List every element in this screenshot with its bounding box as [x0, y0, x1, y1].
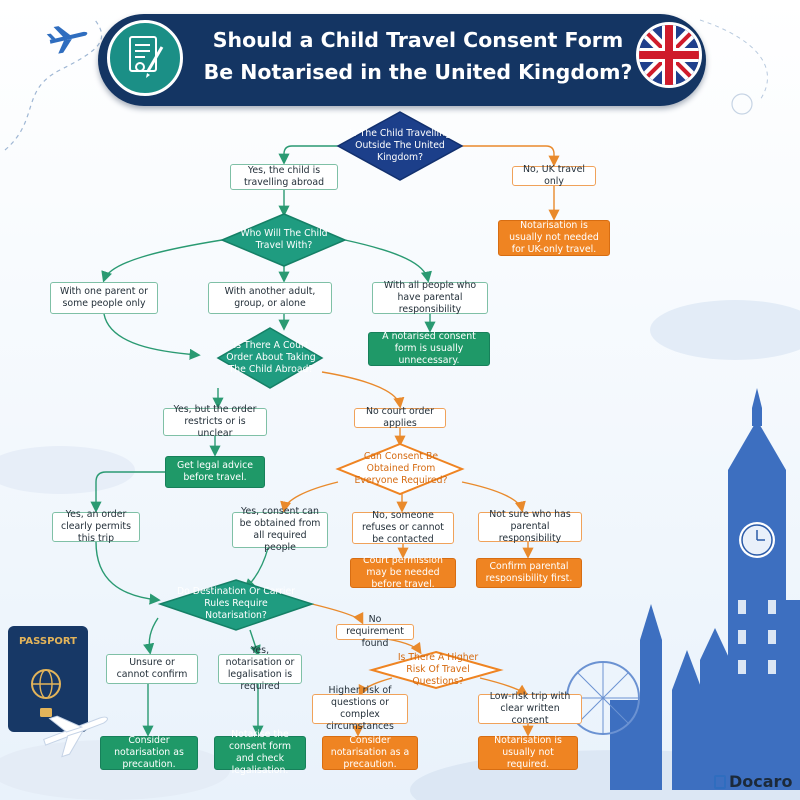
- certificate-icon: [129, 36, 164, 78]
- logo-icon: [714, 775, 726, 789]
- london-skyline-illustration: [566, 388, 800, 790]
- question-who-with: Who Will The Child Travel With?: [240, 228, 328, 251]
- answer-not-sure: Not sure who has parental responsibility: [478, 509, 582, 544]
- result-court-permission: Court permission may be needed before tr…: [350, 555, 456, 590]
- answer-no-court-order: No court order applies: [354, 406, 446, 429]
- uk-flag-icon: [636, 22, 702, 88]
- title-banner: [98, 14, 706, 106]
- answer-low-risk: Low-risk trip with clear written consent: [478, 691, 582, 726]
- diamond-outside-uk: [336, 111, 464, 181]
- option-one-parent: With one parent or some people only: [50, 282, 158, 314]
- question-higher-risk: Is There A Higher Risk Of Travel Questio…: [397, 652, 479, 687]
- result-notarise: Notarise the consent form and check lega…: [214, 729, 306, 776]
- result-unnecessary: A notarised consent form is usually unne…: [368, 331, 490, 366]
- answer-yes-permits: Yes, an order clearly permits this trip: [52, 509, 140, 544]
- cloud-right: [650, 300, 800, 360]
- dashed-arc-right: [699, 19, 768, 101]
- passport-illustration: [8, 626, 88, 732]
- diamond-consent: [335, 442, 465, 496]
- diamond-higher-risk: [368, 650, 504, 690]
- result-legal-advice: Get legal advice before travel.: [165, 456, 265, 488]
- logo-text: Docaro: [729, 772, 793, 791]
- answer-unsure: Unsure or cannot confirm: [106, 654, 198, 684]
- title-line-2: Be Notarised in the United Kingdom?: [203, 60, 633, 84]
- answer-no-uk-only: No, UK travel only: [512, 164, 596, 187]
- result-not-required: Notarisation is usually not required.: [478, 735, 578, 770]
- plane-trail-top: [4, 19, 103, 151]
- option-all-parental: With all people who have parental respon…: [372, 280, 488, 315]
- answer-yes-restricts: Yes, but the order restricts or is uncle…: [163, 404, 267, 439]
- answer-yes-abroad: Yes, the child is travelling abroad: [230, 164, 338, 190]
- question-destination: Do Destination Or Carrier Rules Require …: [177, 586, 295, 621]
- airplane-icon-bottom: [43, 715, 108, 758]
- page-title: Should a Child Travel Consent Form Be No…: [193, 24, 643, 88]
- answer-yes-required: Yes, notarisation or legalisation is req…: [218, 645, 302, 692]
- result-confirm: Confirm parental responsibility first.: [476, 558, 582, 588]
- option-other-adult: With another adult, group, or alone: [208, 282, 332, 314]
- title-line-1: Should a Child Travel Consent Form: [212, 28, 624, 52]
- diamond-court-order: [216, 327, 324, 389]
- diamond-destination: [157, 579, 315, 631]
- passport-label: PASSPORT: [18, 636, 77, 647]
- answer-no-requirement: No requirement found: [336, 614, 414, 649]
- document-badge: [107, 20, 183, 96]
- airplane-icon: [46, 26, 88, 54]
- result-consider-precaution: Consider notarisation as precaution.: [100, 735, 198, 770]
- question-outside-uk: Is The Child Travelling Outside The Unit…: [349, 128, 451, 163]
- question-consent: Can Consent Be Obtained From Everyone Re…: [354, 451, 448, 486]
- diamond-who-with: [220, 213, 347, 267]
- cloud-left: [0, 446, 135, 494]
- answer-higher-risk: Higher risk of questions or complex circ…: [312, 685, 408, 732]
- result-uk-only: Notarisation is usually not needed for U…: [498, 220, 610, 256]
- question-court-order: Is There A Court Order About Taking The …: [226, 340, 316, 375]
- answer-yes-consent: Yes, consent can be obtained from all re…: [232, 506, 328, 553]
- result-consider-precaution-2: Consider notarisation as a precaution.: [322, 735, 418, 770]
- answer-no-refuses: No, someone refuses or cannot be contact…: [352, 510, 454, 545]
- docaro-logo: Docaro: [714, 772, 792, 791]
- decor-circle: [731, 93, 753, 115]
